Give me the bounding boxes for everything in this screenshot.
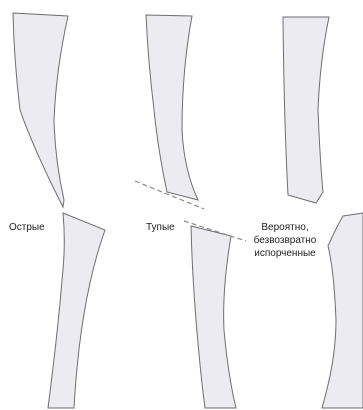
dull-label: Тупые	[146, 221, 175, 234]
ruined-label: Вероятно, безвозвратно испорченные	[244, 221, 326, 260]
sharp-lower-blade	[48, 213, 105, 408]
sharp-edge-pair	[13, 13, 105, 408]
ruined-lower-blade	[322, 213, 363, 408]
ruined-label-line-1: Вероятно,	[244, 221, 326, 234]
dull-edge-pair	[135, 15, 246, 408]
dull-lower-blade	[191, 226, 236, 408]
ruined-label-line-3: испорченные	[244, 247, 326, 260]
ruined-upper-blade	[283, 17, 329, 203]
sharp-label: Острые	[9, 221, 45, 234]
ruined-edge-pair	[283, 17, 363, 408]
ruined-label-line-2: безвозвратно	[244, 234, 326, 247]
dull-upper-blade	[146, 15, 198, 200]
sharp-upper-blade	[13, 13, 68, 207]
